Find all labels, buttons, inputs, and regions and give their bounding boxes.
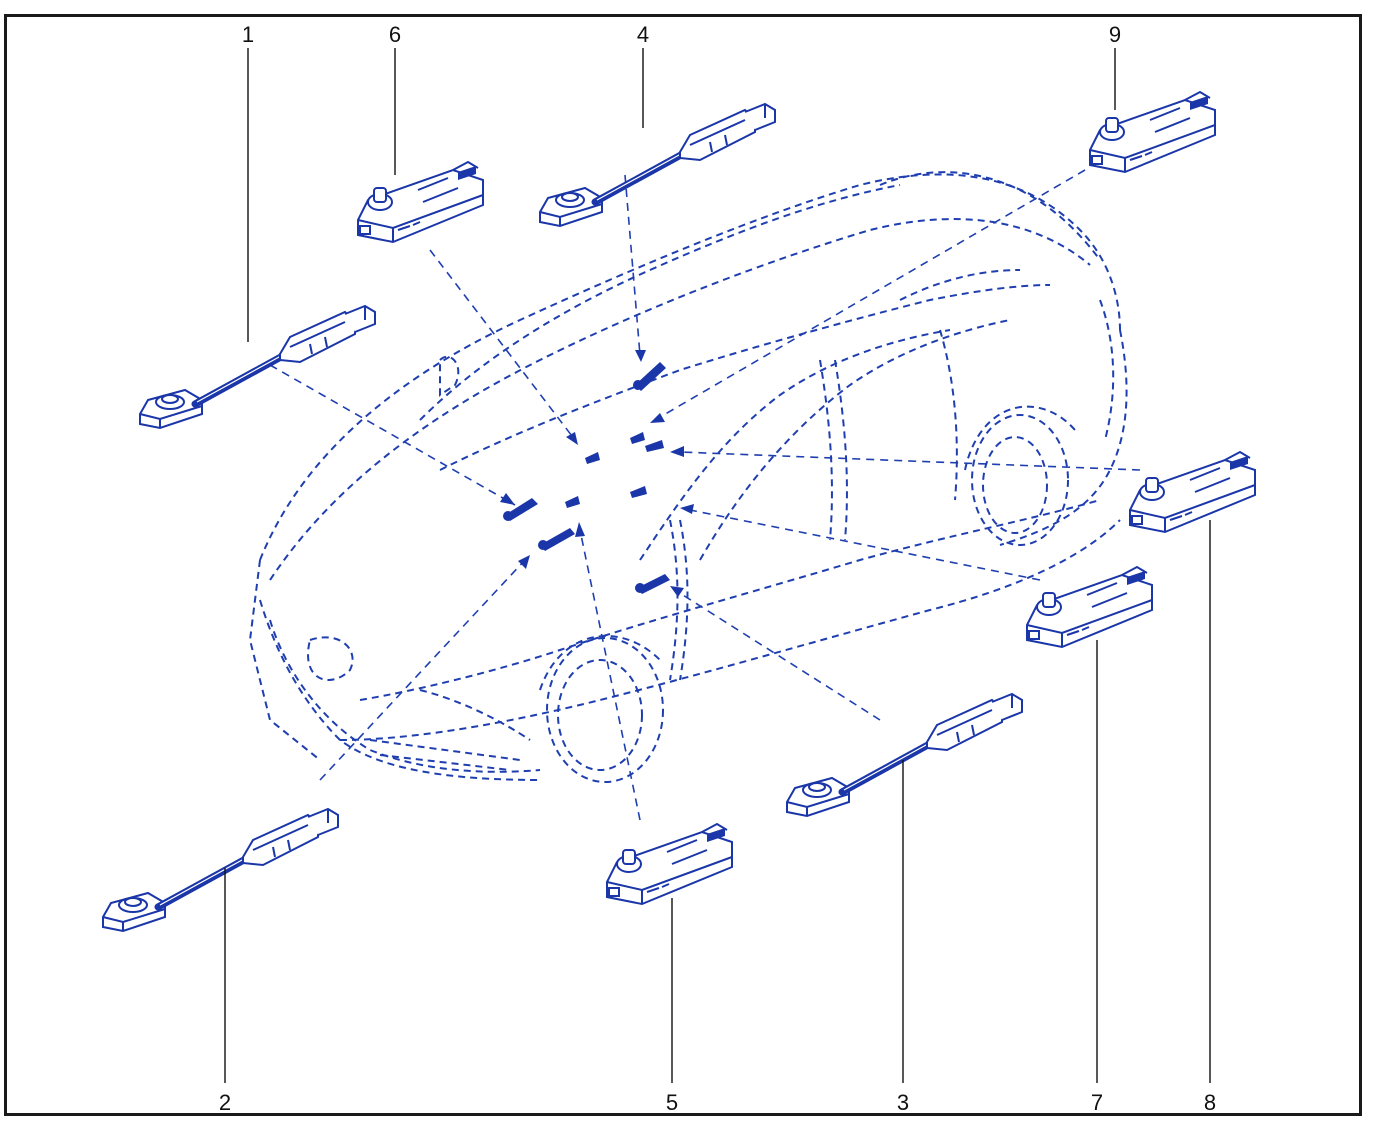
part-9-compact-sensor: [1089, 91, 1216, 173]
part-1-cable-sensor: [140, 306, 375, 428]
callout-1: 1: [242, 22, 254, 47]
callout-3: 3: [897, 1090, 909, 1115]
sensor-location-markers: [503, 362, 670, 594]
part-5-compact-sensor: [606, 823, 733, 905]
vehicle-outline: [248, 171, 1128, 783]
callout-2: 2: [219, 1090, 231, 1115]
callout-8: 8: [1204, 1090, 1216, 1115]
part-6-compact-sensor: [357, 161, 484, 243]
part-2-cable-sensor: [103, 809, 338, 931]
guide-lines: [269, 169, 1141, 821]
part-7-compact-sensor: [1026, 566, 1153, 648]
callout-5: 5: [666, 1090, 678, 1115]
callout-4: 4: [637, 22, 649, 47]
part-4-cable-sensor: [540, 104, 775, 226]
part-8-compact-sensor: [1129, 451, 1256, 533]
part-3-cable-sensor: [787, 694, 1022, 816]
callout-6: 6: [389, 22, 401, 47]
diagram-frame: [4, 14, 1362, 1116]
callout-9: 9: [1109, 22, 1121, 47]
leader-lines: [224, 48, 1211, 1083]
callout-7: 7: [1091, 1090, 1103, 1115]
